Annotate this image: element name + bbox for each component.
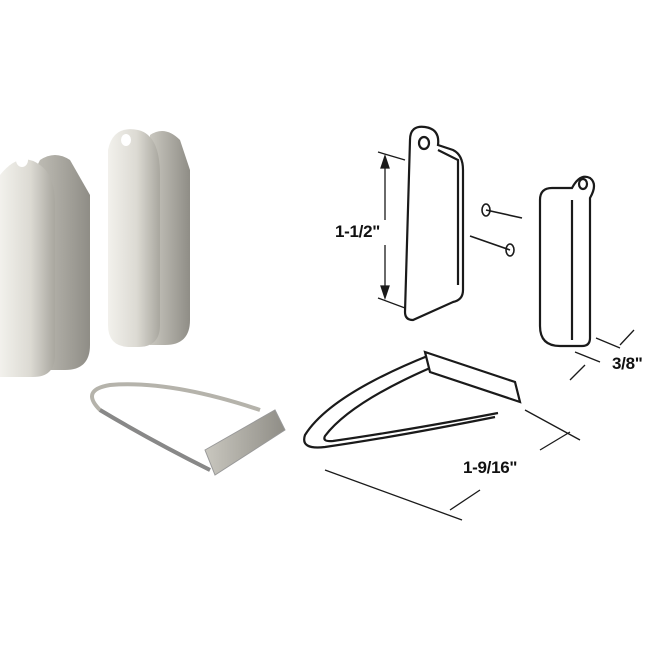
photo-pull-tab-right (108, 129, 190, 347)
photo-ring-bar (204, 409, 286, 476)
dimension-tab-thickness (569, 329, 635, 381)
dimension-handle-width (324, 409, 581, 521)
label-tab-height: 1-1/2" (335, 222, 381, 241)
dimension-tab-height (377, 151, 406, 309)
diagram-nails (469, 203, 523, 257)
label-handle-width: 1-9/16" (463, 458, 518, 477)
diagram-wire-pull-handle (303, 350, 522, 449)
photo-pull-tab-left (0, 153, 90, 377)
photo-wire-pull-ring (90, 382, 261, 472)
diagram-pull-tab-front (403, 125, 465, 322)
label-tab-thickness: 3/8" (612, 354, 643, 373)
diagram-pull-tab-side (538, 175, 596, 348)
